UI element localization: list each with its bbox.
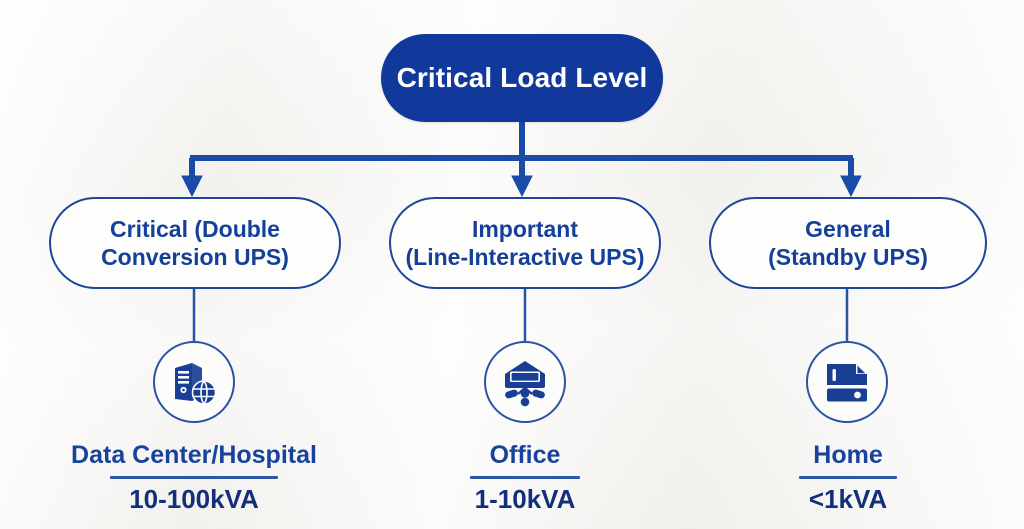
category-node-label-line1: Important xyxy=(471,215,579,242)
category-node-label-line2: (Standby UPS) xyxy=(768,244,928,270)
arrow-middle xyxy=(511,175,533,198)
category-node-critical[interactable]: Critical (Double Conversion UPS) xyxy=(49,197,341,289)
arrow-right xyxy=(840,175,862,198)
category-node-label: Important (Line-Interactive UPS) xyxy=(398,215,653,271)
icon-badge-home xyxy=(806,341,888,423)
root-node-label: Critical Load Level xyxy=(396,61,648,93)
caption-divider xyxy=(799,476,897,480)
caption-name: Data Center/Hospital xyxy=(71,441,317,469)
category-node-label: Critical (Double Conversion UPS) xyxy=(93,215,297,271)
icon-badge-data-center xyxy=(153,341,235,423)
caption-value: 10-100kVA xyxy=(129,484,259,515)
caption-divider xyxy=(470,476,580,480)
caption-divider xyxy=(110,476,278,480)
icon-badge-office xyxy=(484,341,566,423)
caption-office: Office 1-10kVA xyxy=(395,442,655,514)
server-globe-icon xyxy=(169,357,219,407)
caption-data-center: Data Center/Hospital 10-100kVA xyxy=(44,442,344,514)
caption-value: <1kVA xyxy=(808,484,888,515)
category-node-label-line1: General xyxy=(805,215,891,242)
root-node[interactable]: Critical Load Level xyxy=(381,34,663,122)
caption-value: 1-10kVA xyxy=(474,484,576,515)
category-node-important[interactable]: Important (Line-Interactive UPS) xyxy=(389,197,661,289)
category-node-general[interactable]: General (Standby UPS) xyxy=(709,197,987,289)
caption-home: Home <1kVA xyxy=(718,442,978,514)
home-device-icon xyxy=(823,358,871,406)
network-hub-icon xyxy=(500,357,550,407)
category-node-label-line1: Critical (Double xyxy=(110,215,280,242)
caption-name: Office xyxy=(489,441,561,469)
category-node-label-line2: Conversion UPS) xyxy=(101,244,289,270)
category-node-label: General (Standby UPS) xyxy=(760,215,936,271)
category-node-label-line2: (Line-Interactive UPS) xyxy=(405,244,645,270)
arrow-left xyxy=(181,175,203,198)
caption-name: Home xyxy=(813,441,883,469)
